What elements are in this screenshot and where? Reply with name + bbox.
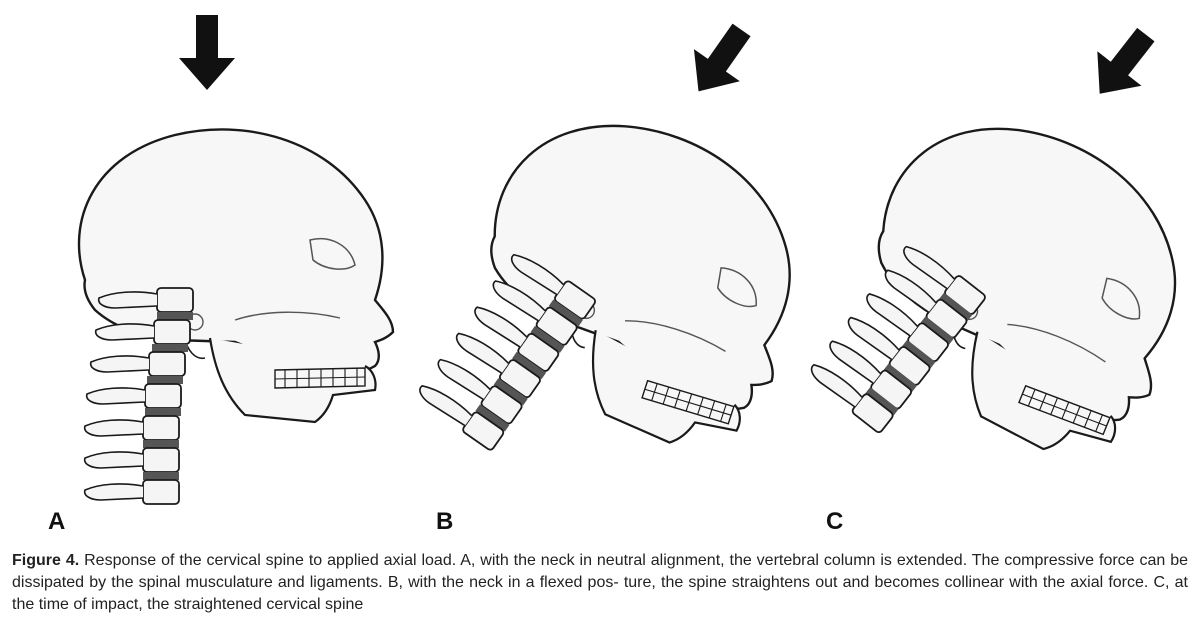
- force-arrow-icon: [675, 13, 765, 108]
- caption-line-2: extended. The compressive force can be d…: [12, 552, 1189, 591]
- panel-b-illustration: [412, 13, 836, 468]
- figure-caption: Figure 4. Response of the cervical spine…: [12, 550, 1188, 616]
- caption-line-3: ture, the spine straightens out and beco…: [12, 574, 1188, 613]
- panel-a-illustration: [77, 15, 395, 505]
- force-arrow-icon: [179, 15, 235, 90]
- panel-label-b: B: [436, 508, 454, 535]
- panel-label-a: A: [48, 508, 66, 535]
- skull-icon: [77, 128, 395, 424]
- panel-c-illustration: [804, 17, 1200, 480]
- force-arrow-icon: [1077, 17, 1168, 111]
- panel-label-c: C: [826, 508, 844, 535]
- figure-number: Figure 4.: [12, 552, 80, 569]
- caption-line-1: Response of the cervical spine to applie…: [84, 552, 892, 569]
- figure-illustration: [77, 13, 1200, 505]
